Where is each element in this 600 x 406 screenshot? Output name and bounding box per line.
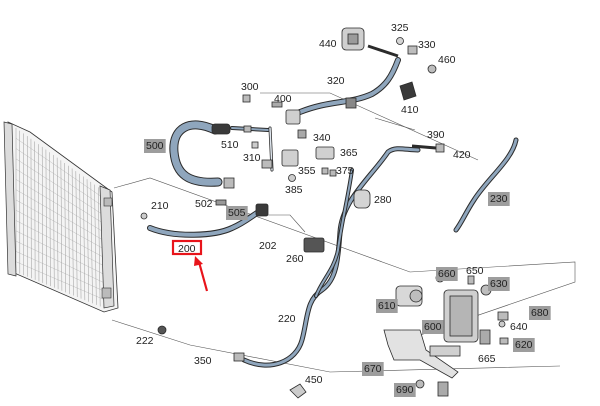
- components: [140, 27, 509, 399]
- shaded-label-box: [488, 277, 510, 291]
- callout-340: 340: [313, 132, 331, 144]
- shaded-label-box: [513, 338, 535, 352]
- radiator-fin: [71, 168, 74, 296]
- callout-660: 660: [438, 268, 456, 280]
- callout-630: 630: [490, 278, 508, 290]
- radiator-fin: [15, 230, 105, 275]
- callout-690: 690: [396, 384, 414, 396]
- radiator-fin: [86, 179, 89, 302]
- callout-210: 210: [151, 200, 169, 212]
- shaded-label-box: [394, 383, 416, 397]
- callout-650: 650: [466, 265, 484, 277]
- radiator-fin: [15, 210, 105, 258]
- callout-610: 610: [378, 300, 396, 312]
- radiator-fin: [49, 152, 51, 287]
- callout-510: 510: [221, 139, 239, 151]
- shaded-label-box: [376, 299, 398, 313]
- radiator-fin: [60, 160, 63, 291]
- callout-385: 385: [285, 184, 303, 196]
- shaded-label-box: [422, 320, 444, 334]
- radiator-fin: [94, 184, 97, 305]
- shaded-label-box: [436, 267, 458, 281]
- callout-310: 310: [243, 152, 261, 164]
- radiator-fin: [15, 158, 105, 216]
- callout-365: 365: [340, 147, 358, 159]
- callout-200: 200: [178, 243, 196, 255]
- callout-680: 680: [531, 307, 549, 319]
- radiator-fin: [15, 261, 105, 300]
- shaded-label-backgrounds: [144, 139, 551, 397]
- callout-325: 325: [391, 22, 409, 34]
- radiator-fin: [79, 173, 82, 299]
- callout-440: 440: [319, 38, 337, 50]
- callout-505: 505: [228, 207, 246, 219]
- shaded-label-box: [226, 206, 248, 220]
- condenser-radiator: [3, 121, 119, 313]
- radiator-fin: [15, 241, 105, 283]
- callout-500: 500: [146, 140, 164, 152]
- callout-390: 390: [427, 129, 445, 141]
- radiator-fin: [83, 176, 86, 301]
- radiator-fin: [15, 179, 105, 233]
- callout-260: 260: [286, 253, 304, 265]
- shaded-label-box: [488, 192, 510, 206]
- callout-460: 460: [438, 54, 456, 66]
- callout-410: 410: [401, 104, 419, 116]
- shaded-label-box: [144, 139, 166, 153]
- callout-375: 375: [336, 165, 354, 177]
- shaded-label-box: [362, 362, 384, 376]
- callout-665: 665: [478, 353, 496, 365]
- radiator-fin: [15, 169, 105, 224]
- callout-350: 350: [194, 355, 212, 367]
- callout-600: 600: [424, 321, 442, 333]
- radiator-fin: [15, 220, 105, 266]
- radiator-fin: [15, 138, 105, 199]
- callout-502: 502: [195, 198, 213, 210]
- callout-230: 230: [490, 193, 508, 205]
- callout-420: 420: [453, 149, 471, 161]
- radiator-fin: [53, 154, 55, 288]
- callout-220: 220: [278, 313, 296, 325]
- callout-202: 202: [259, 240, 277, 252]
- callout-400: 400: [274, 93, 292, 105]
- radiator-fin: [15, 189, 105, 241]
- radiator-fin: [75, 171, 78, 298]
- radiator-fin: [64, 163, 66, 293]
- callout-450: 450: [305, 374, 323, 386]
- radiator-fin: [15, 251, 105, 292]
- radiator-fin: [45, 149, 47, 285]
- radiator-fin: [56, 157, 59, 290]
- callout-640: 640: [510, 321, 528, 333]
- radiator-fin: [15, 199, 105, 250]
- shaded-label-box: [529, 306, 551, 320]
- highlight-callout: [171, 239, 209, 292]
- callout-670: 670: [364, 363, 382, 375]
- callout-620: 620: [515, 339, 533, 351]
- callout-330: 330: [418, 39, 436, 51]
- radiator-fin: [90, 181, 93, 304]
- radiator-fin: [98, 187, 101, 307]
- assembly-outline: [111, 92, 576, 373]
- callout-320: 320: [327, 75, 345, 87]
- radiator-fin: [15, 148, 105, 207]
- callout-355: 355: [298, 165, 316, 177]
- callout-280: 280: [374, 194, 392, 206]
- callout-labels: 440 325 330 460 320 300 400 410 500 510 …: [136, 22, 549, 396]
- hoses: [147, 57, 519, 368]
- callout-222: 222: [136, 335, 154, 347]
- radiator-fin: [68, 165, 70, 294]
- callout-300: 300: [241, 81, 259, 93]
